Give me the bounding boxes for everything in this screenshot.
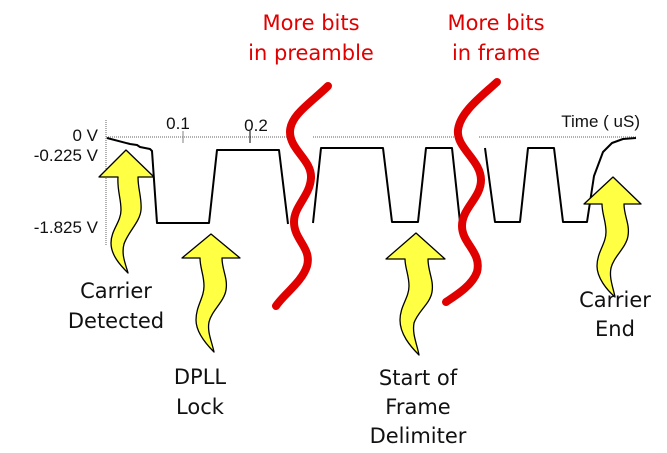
carrier-detected-label-line-2: Detected (68, 309, 164, 333)
arrow-labels: Carrier Detected DPLL Lock Start of Fram… (68, 279, 651, 448)
start-of-frame-arrow-icon (385, 232, 446, 356)
sfd-label-line-2: Frame (385, 395, 450, 419)
carrier-detected-arrow-icon (98, 149, 155, 274)
carrier-end-label-line-2: End (595, 317, 635, 341)
waveform-segment-1 (106, 137, 289, 225)
preamble-note-line-1: More bits (262, 11, 359, 35)
carrier-detected-label-line-1: Carrier (80, 279, 152, 303)
frame-note-line-2: in frame (452, 41, 540, 65)
waveform (106, 137, 637, 225)
carrier-end-arrow-icon (583, 176, 642, 298)
axes: 0.1 0.2 Time ( uS) 0 V -0.225 V -1.825 V (34, 112, 640, 245)
break-mark-frame (442, 78, 501, 306)
waveform-segment-2 (312, 147, 461, 224)
sfd-label-line-3: Delimiter (370, 424, 467, 448)
preamble-note-line-2: in preamble (248, 41, 374, 65)
x-axis-label: Time ( uS) (561, 112, 640, 131)
sfd-label-line-1: Start of (379, 366, 458, 390)
carrier-end-label-line-1: Carrier (579, 288, 651, 312)
y-tick-label: 0 V (72, 126, 98, 145)
break-mark-preamble (272, 82, 332, 310)
red-annotations: More bits in preamble More bits in frame (248, 11, 544, 65)
dpll-lock-label-line-1: DPLL (174, 365, 227, 389)
x-tick-label: 0.1 (166, 114, 190, 133)
waveform-segment-3 (484, 137, 637, 223)
frame-note-line-1: More bits (447, 11, 544, 35)
y-tick-label: -1.825 V (34, 218, 99, 237)
dpll-lock-label-line-2: Lock (176, 395, 225, 419)
dpll-lock-arrow-icon (181, 233, 241, 353)
x-tick-label: 0.2 (244, 116, 268, 135)
arrows (98, 149, 642, 356)
break-marks (272, 78, 501, 310)
y-tick-label: -0.225 V (34, 146, 99, 165)
